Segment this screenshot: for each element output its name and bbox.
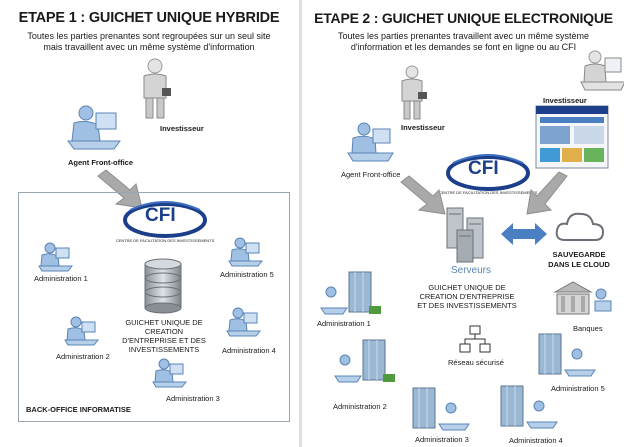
- stage2-panel: ETAPE 2 : GUICHET UNIQUE ELECTRONIQUE To…: [303, 0, 624, 447]
- secure-network-icon: [459, 325, 491, 353]
- investor-figure-icon: [143, 58, 171, 119]
- cloud-label: SAUVEGARDE DANS LE CLOUD: [548, 250, 610, 269]
- stage1-administration-1-label: Administration 1: [34, 274, 88, 283]
- banks-label: Banques: [573, 324, 603, 333]
- stage2-description: Toutes les parties prenantes travaillent…: [337, 31, 590, 52]
- stage1-logo-subtitle: CENTRE DE FACILITATION DES INVESTISSEMEN…: [115, 238, 215, 243]
- stage2-guichet-label: GUICHET UNIQUE DE CREATION D'ENTREPRISE …: [417, 283, 517, 310]
- panel-divider: [299, 0, 302, 447]
- administration-4-icon: [226, 307, 262, 337]
- stage1-administration-2-label: Administration 2: [56, 352, 110, 361]
- stage2-administration-4-icon: [500, 385, 558, 429]
- stage2-logo-text: CFI: [468, 158, 499, 179]
- stage2-investor-figure-icon: [401, 65, 427, 120]
- back-office-label: BACK-OFFICE INFORMATISE: [26, 405, 131, 414]
- administration-5-icon: [228, 237, 264, 267]
- stage2-administration-1-icon: [320, 271, 381, 315]
- stage2-title: ETAPE 2 : GUICHET UNIQUE ELECTRONIQUE: [314, 10, 613, 26]
- stage2-administration-2-label: Administration 2: [333, 402, 387, 411]
- stage1-cfi-logo: [123, 201, 207, 238]
- servers-label: Serveurs: [451, 265, 492, 276]
- stage2-investor-label-right: Investisseur: [543, 96, 587, 105]
- stage1-administration-4-label: Administration 4: [222, 346, 276, 355]
- stage1-investor-label: Investisseur: [160, 124, 204, 133]
- administration-3-icon: [152, 358, 188, 388]
- stage2-right-arrow-icon: [526, 171, 568, 215]
- stage2-logo-subtitle: CENTRE DE FACILITATION DES INVESTISSEMEN…: [438, 190, 538, 195]
- administration-2-icon: [64, 316, 100, 346]
- stage2-administration-5-icon: [538, 333, 596, 377]
- website-screenshot-icon: [535, 105, 609, 169]
- cloud-icon: [555, 212, 605, 241]
- stage2-front-office-label: Agent Front-office: [341, 170, 401, 179]
- database-icon: [144, 258, 182, 314]
- network-label: Réseau sécurisé: [448, 358, 504, 367]
- stage2-left-arrow-icon: [400, 175, 446, 215]
- stage2-administration-4-label: Administration 4: [509, 436, 563, 445]
- back-office-box: [18, 192, 290, 422]
- stage1-front-office-label: Agent Front-office: [68, 158, 133, 167]
- stage1-panel: ETAPE 1 : GUICHET UNIQUE HYBRIDE Toutes …: [0, 0, 298, 447]
- sync-double-arrow-icon: [501, 223, 547, 245]
- stage2-administration-2-icon: [334, 339, 395, 383]
- stage1-description: Toutes les parties prenantes sont regrou…: [27, 31, 271, 52]
- stage1-administration-3-label: Administration 3: [166, 394, 220, 403]
- stage2-front-office-agent-icon: [347, 122, 394, 162]
- stage2-cfi-logo: [446, 154, 530, 191]
- stage2-administration-3-label: Administration 3: [415, 435, 469, 444]
- stage2-administration-5-label: Administration 5: [551, 384, 605, 393]
- stage1-logo-text: CFI: [145, 205, 176, 226]
- stage2-administration-3-icon: [412, 387, 470, 431]
- stage1-title: ETAPE 1 : GUICHET UNIQUE HYBRIDE: [18, 10, 280, 26]
- stage2-investor-label-left: Investisseur: [401, 123, 445, 132]
- stage1-database-label: GUICHET UNIQUE DE CREATION D'ENTREPRISE …: [122, 318, 206, 354]
- bank-building-icon: [553, 281, 612, 315]
- front-office-agent-icon: [67, 105, 121, 150]
- stage2-administration-1-label: Administration 1: [317, 319, 371, 328]
- administration-1-icon: [38, 242, 74, 272]
- servers-icon: [446, 207, 484, 263]
- stage1-administration-5-label: Administration 5: [220, 270, 274, 279]
- stage2-online-investor-icon: [580, 50, 624, 91]
- flow-arrow-icon: [97, 169, 143, 209]
